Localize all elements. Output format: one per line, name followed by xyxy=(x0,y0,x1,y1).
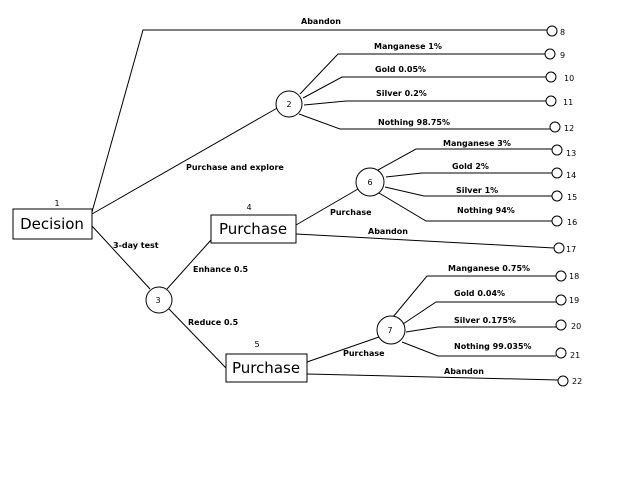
terminal-22 xyxy=(557,375,569,387)
terminal-20 xyxy=(555,319,567,331)
terminal-16-number: 16 xyxy=(567,218,577,227)
edge-n6-gold xyxy=(385,172,552,178)
terminal-21 xyxy=(555,347,567,359)
terminal-17-number: 17 xyxy=(566,245,576,254)
edge-n6-manganese xyxy=(377,148,552,171)
edge-n6-silver xyxy=(384,186,552,197)
edge-n2-gold xyxy=(302,76,546,99)
terminal-17 xyxy=(553,242,565,254)
label-n7-gold: Gold 0.04% xyxy=(454,289,505,298)
terminal-13-number: 13 xyxy=(566,149,576,158)
label-n2-silver: Silver 0.2% xyxy=(376,89,427,98)
terminal-10 xyxy=(545,71,557,83)
purchase-box-5 xyxy=(225,353,308,383)
label-n2-nothing: Nothing 98.75% xyxy=(378,118,450,127)
label-n4-abandon: Abandon xyxy=(368,227,408,236)
terminal-21-number: 21 xyxy=(570,351,580,360)
label-n2-manganese: Manganese 1% xyxy=(374,42,442,51)
label-n5-purchase: Purchase xyxy=(343,349,385,358)
label-n5-abandon: Abandon xyxy=(444,367,484,376)
edge-n7-nothing xyxy=(401,341,556,357)
edge-3day-test xyxy=(91,225,151,290)
edge-n5-purchase xyxy=(306,336,380,363)
decision-box xyxy=(12,208,93,240)
terminal-18-number: 18 xyxy=(569,272,579,281)
label-enhance: Enhance 0.5 xyxy=(193,265,249,274)
node-7-number: 7 xyxy=(387,326,392,335)
label-abandon-top: Abandon xyxy=(301,17,341,26)
label-n7-nothing: Nothing 99.035% xyxy=(454,342,532,351)
terminal-22-number: 22 xyxy=(572,377,582,386)
terminal-10-number: 10 xyxy=(564,74,574,83)
node-3-number: 3 xyxy=(155,296,160,305)
chance-node-2 xyxy=(275,90,303,118)
edge-reduce xyxy=(168,308,227,369)
label-n7-manganese: Manganese 0.75% xyxy=(448,264,530,273)
purchase-box-4-label: Purchase xyxy=(219,220,287,238)
label-n2-gold: Gold 0.05% xyxy=(375,65,426,74)
edge-n4-purchase xyxy=(295,188,359,226)
edge-n7-manganese xyxy=(392,275,556,318)
label-purchase-explore: Purchase and explore xyxy=(186,163,284,172)
edge-purchase-explore xyxy=(91,106,280,215)
terminal-12 xyxy=(549,121,561,133)
node-5-number: 5 xyxy=(254,340,259,349)
terminal-19 xyxy=(555,294,567,306)
label-n6-manganese: Manganese 3% xyxy=(443,139,511,148)
terminal-19-number: 19 xyxy=(569,296,579,305)
terminal-8-number: 8 xyxy=(560,28,565,37)
terminal-9 xyxy=(544,48,556,60)
terminal-20-number: 20 xyxy=(571,322,581,331)
terminal-18 xyxy=(555,270,567,282)
terminal-8 xyxy=(546,25,558,37)
terminal-11 xyxy=(545,95,557,107)
label-n7-silver: Silver 0.175% xyxy=(454,316,516,325)
label-n6-silver: Silver 1% xyxy=(456,186,498,195)
label-n6-gold: Gold 2% xyxy=(452,162,489,171)
edge-n7-silver xyxy=(405,326,556,333)
node-6-number: 6 xyxy=(367,178,372,187)
label-3day-test: 3-day test xyxy=(113,241,159,250)
terminal-15 xyxy=(551,190,563,202)
terminal-13 xyxy=(551,144,563,156)
edge-n4-abandon xyxy=(295,233,555,249)
edge-n2-manganese xyxy=(299,53,546,95)
label-n4-purchase: Purchase xyxy=(330,208,372,217)
terminal-12-number: 12 xyxy=(564,124,574,133)
edge-n7-gold xyxy=(402,301,556,325)
terminal-11-number: 11 xyxy=(563,98,573,107)
terminal-16 xyxy=(551,215,563,227)
purchase-box-4 xyxy=(210,214,297,244)
label-n6-nothing: Nothing 94% xyxy=(457,206,515,215)
edge-n2-nothing xyxy=(298,113,550,130)
edge-n5-abandon xyxy=(306,373,559,381)
chance-node-7 xyxy=(376,315,406,345)
terminal-15-number: 15 xyxy=(567,193,577,202)
purchase-box-5-label: Purchase xyxy=(232,359,300,377)
node-4-number: 4 xyxy=(246,203,251,212)
edge-n6-nothing xyxy=(378,192,552,222)
terminal-14 xyxy=(551,167,563,179)
edge-abandon-top xyxy=(91,29,548,213)
terminal-14-number: 14 xyxy=(566,171,576,180)
node-1-number: 1 xyxy=(54,199,59,208)
label-reduce: Reduce 0.5 xyxy=(188,318,239,327)
decision-box-label: Decision xyxy=(20,215,84,233)
chance-node-6 xyxy=(355,167,385,197)
edge-n2-silver xyxy=(303,100,546,106)
edge-enhance xyxy=(166,230,212,290)
chance-node-3 xyxy=(145,286,173,314)
node-2-number: 2 xyxy=(286,100,291,109)
terminal-9-number: 9 xyxy=(560,51,565,60)
